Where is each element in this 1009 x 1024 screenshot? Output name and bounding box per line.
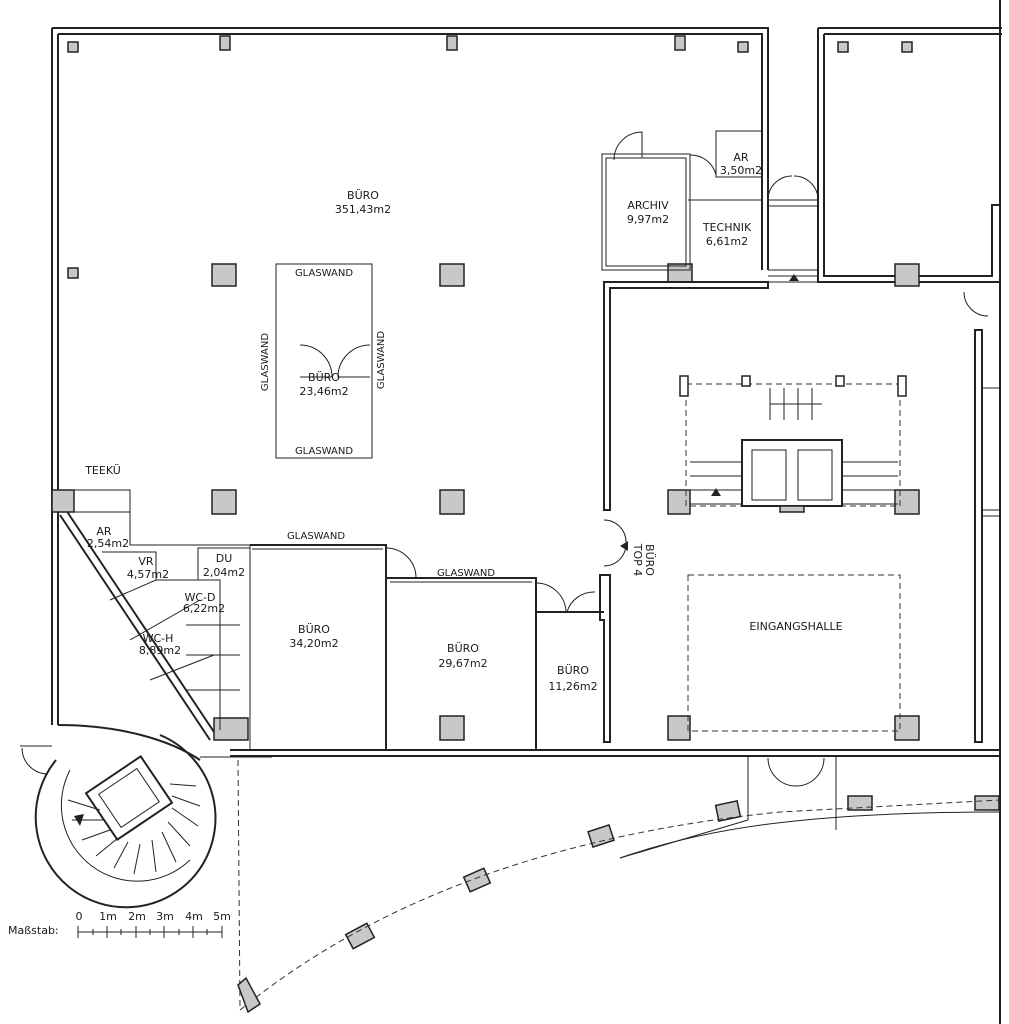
room-buero-29-name: BÜRO: [447, 642, 479, 655]
outer-walls: [51, 0, 1002, 1024]
glaswand-34: GLASWAND: [287, 531, 345, 542]
room-vr-name: VR: [138, 555, 154, 568]
room-technik-name: TECHNIK: [702, 221, 752, 234]
scale-label: Maßstab:: [8, 924, 59, 937]
room-buero-glass-name: BÜRO: [308, 371, 340, 384]
room-buero-34-name: BÜRO: [298, 623, 330, 636]
room-wc-d-area: 6,22m2: [183, 602, 225, 615]
room-wc-h-area: 8,89m2: [139, 644, 181, 657]
room-buero-main-name: BÜRO: [347, 189, 379, 202]
room-buero-glass-area: 23,46m2: [299, 385, 348, 398]
glaswand-right: GLASWAND: [376, 331, 387, 389]
glaswand-top: GLASWAND: [295, 268, 353, 279]
room-archiv-name: ARCHIV: [627, 199, 669, 212]
scale-bar: Maßstab: 0 1m 2m 3m 4m 5m: [8, 910, 231, 938]
room-ar-top-name: AR: [733, 151, 749, 164]
scale-tick-2: 2m: [128, 910, 146, 923]
room-ar-top-area: 3,50m2: [720, 164, 762, 177]
room-teeku-name: TEEKÜ: [84, 464, 121, 477]
room-ar-left-name: AR: [96, 525, 112, 538]
scale-tick-5: 5m: [213, 910, 231, 923]
room-buero-11-area: 11,26m2: [548, 680, 597, 693]
room-buero-11-name: BÜRO: [557, 664, 589, 677]
room-eingangshalle-name: EINGANGSHALLE: [749, 620, 842, 633]
room-labels: BÜRO 351,43m2 GLASWAND GLASWAND GLASWAND…: [84, 151, 842, 693]
doors: [20, 131, 1001, 859]
glaswand-bottom: GLASWAND: [295, 446, 353, 457]
room-du-area: 2,04m2: [203, 566, 245, 579]
room-vr-area: 4,57m2: [127, 568, 169, 581]
scale-tick-3: 3m: [156, 910, 174, 923]
room-buero-main-area: 351,43m2: [335, 203, 391, 216]
room-wc-d-name: WC-D: [185, 591, 216, 604]
room-technik-area: 6,61m2: [706, 235, 748, 248]
room-du-name: DU: [216, 552, 233, 565]
spiral-stair: [34, 734, 217, 909]
buero-top4-line2: TOP 4: [631, 543, 644, 577]
stair-core: [679, 274, 907, 732]
room-ar-left-area: 2,54m2: [87, 537, 129, 550]
terrace-outline: [237, 759, 1001, 1014]
room-buero-29-area: 29,67m2: [438, 657, 487, 670]
room-archiv-area: 9,97m2: [627, 213, 669, 226]
room-wc-h-name: WC-H: [143, 632, 174, 645]
columns: [51, 35, 1000, 950]
buero-top4-line1: BÜRO: [643, 544, 656, 576]
scale-tick-1: 1m: [99, 910, 117, 923]
glaswand-29: GLASWAND: [437, 568, 495, 579]
glaswand-left: GLASWAND: [260, 333, 271, 391]
interior-walls: [73, 130, 1000, 750]
scale-tick-4: 4m: [185, 910, 203, 923]
scale-tick-0: 0: [76, 910, 83, 923]
room-buero-34-area: 34,20m2: [289, 637, 338, 650]
